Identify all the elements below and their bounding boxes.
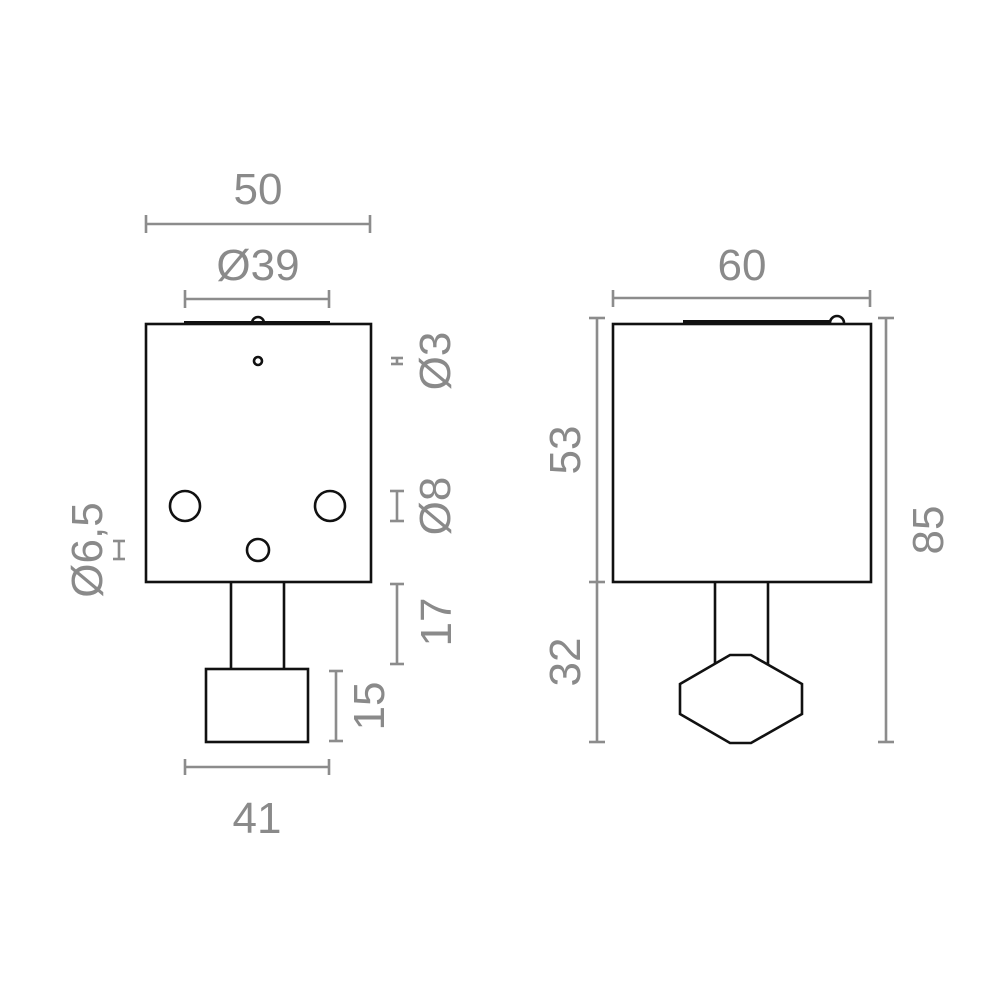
side-body [611,322,873,584]
front-knob [204,667,310,744]
front-view: 50 Ø39 Ø3 [63,165,461,843]
side-set-screw [828,314,846,324]
dim-body-height-side: 53 32 [541,316,605,744]
dim-label-39: Ø39 [216,241,299,290]
dim-label-8: Ø8 [411,477,460,536]
dim-overall-height-side: 85 [878,316,953,744]
dim-knob-height: 15 [329,669,394,743]
dim-overall-width-side: 60 [611,241,872,307]
dim-knob-width: 41 [183,759,331,843]
front-body [144,322,373,584]
small-hole [252,355,264,367]
dim-label-3: Ø3 [411,332,460,391]
dim-label-32: 32 [541,638,590,687]
side-view: 60 53 32 85 [541,241,953,745]
large-hole-left [168,489,202,523]
dim-label-53: 53 [541,426,590,475]
dim-label-17: 17 [412,598,461,647]
dim-stem-height-front: 17 [390,582,461,666]
dim-label-50: 50 [234,165,283,214]
dim-label-15: 15 [345,682,394,731]
dim-overall-width-front: 50 [144,165,372,233]
dim-label-6-5: Ø6,5 [63,502,112,597]
dim-label-60: 60 [718,241,767,290]
front-set-screw [250,315,266,324]
side-octagon-knob [678,653,804,745]
dim-plate-diameter: Ø39 [183,241,331,308]
dim-center-hole: Ø6,5 [63,502,125,598]
dim-label-85: 85 [904,506,953,555]
dim-small-hole: Ø3 [391,332,460,391]
large-hole-right [313,489,347,523]
dim-label-41: 41 [233,794,282,843]
center-hole [245,537,271,563]
dim-large-hole: Ø8 [390,477,460,536]
